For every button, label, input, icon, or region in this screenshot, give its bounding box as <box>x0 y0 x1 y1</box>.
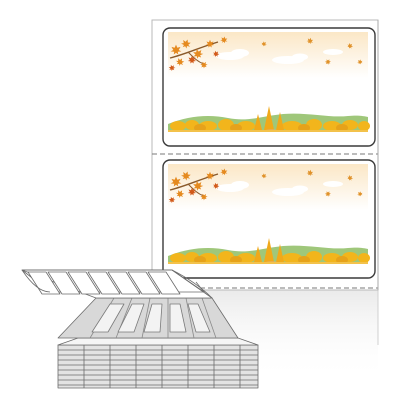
label-bottom <box>162 159 376 279</box>
label-top <box>162 27 376 147</box>
stack-top-face <box>57 337 259 346</box>
fanfold-stack <box>21 269 259 389</box>
stack-thickness <box>57 344 259 389</box>
